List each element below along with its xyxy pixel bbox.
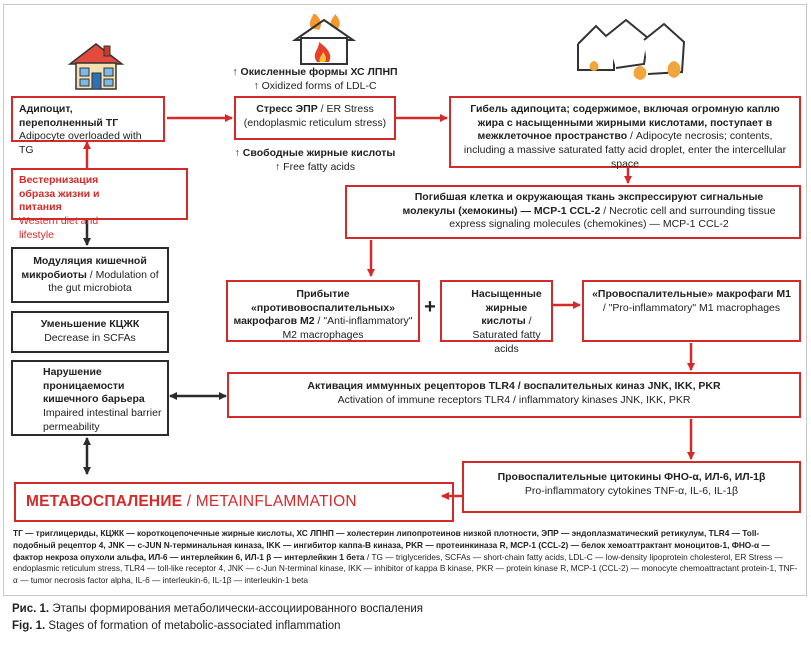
gut-barrier-box: Нарушение проницаемости кишечного барьер… bbox=[11, 360, 169, 436]
burning-house-icon bbox=[291, 14, 357, 65]
tlr4-activation-box: Активация иммунных рецепторов TLR4 / вос… bbox=[227, 372, 801, 418]
scfa-decrease-box: Уменьшение КЦЖК Decrease in SCFAs bbox=[11, 311, 169, 353]
abbreviations-legend: ТГ — триглицериды, КЦЖК — короткоцепочеч… bbox=[13, 528, 798, 586]
microbiota-box: Модуляция кишечной микробиоты / Modulati… bbox=[11, 247, 169, 303]
adipocyte-box: Адипоцит, переполненный ТГ Adipocyte ove… bbox=[11, 96, 165, 156]
free-fatty-acids-label: ↑ Свободные жирные кислоты ↑ Free fatty … bbox=[234, 147, 396, 173]
figure-caption: Рис. 1. Этапы формирования метаболически… bbox=[12, 603, 424, 632]
plus-sign: + bbox=[424, 296, 436, 318]
oxidized-ldl-label: ↑ Окисленные формы ХС ЛПНП ↑ Oxidized fo… bbox=[232, 66, 398, 92]
figure-frame bbox=[3, 4, 807, 596]
house-icon bbox=[67, 43, 125, 90]
er-stress-box: Стресс ЭПР / ER Stress (endoplasmic reti… bbox=[234, 96, 396, 140]
m1-macrophages-box: «Провоспалительные» макрофаги М1 / "Pro-… bbox=[582, 280, 801, 342]
western-lifestyle-box: Вестернизация образа жизни и питания Wes… bbox=[11, 168, 188, 241]
metainflammation-box: МЕТАВОСПАЛЕНИЕ / METAINFLAMMATION bbox=[14, 482, 454, 522]
ruined-houses-icon bbox=[577, 18, 686, 80]
cytokines-box: Провоспалительные цитокины ФНО-α, ИЛ-6, … bbox=[462, 461, 801, 513]
chemokines-box: Погибшая клетка и окружающая ткань экспр… bbox=[345, 185, 801, 239]
saturated-fatty-acids-box: Насыщенные жирные кислоты / Saturated fa… bbox=[440, 280, 553, 355]
m2-macrophages-box: Прибытие «противовоспалительных» макрофа… bbox=[226, 280, 420, 342]
necrosis-box: Гибель адипоцита; содержимое, включая ог… bbox=[449, 96, 801, 170]
